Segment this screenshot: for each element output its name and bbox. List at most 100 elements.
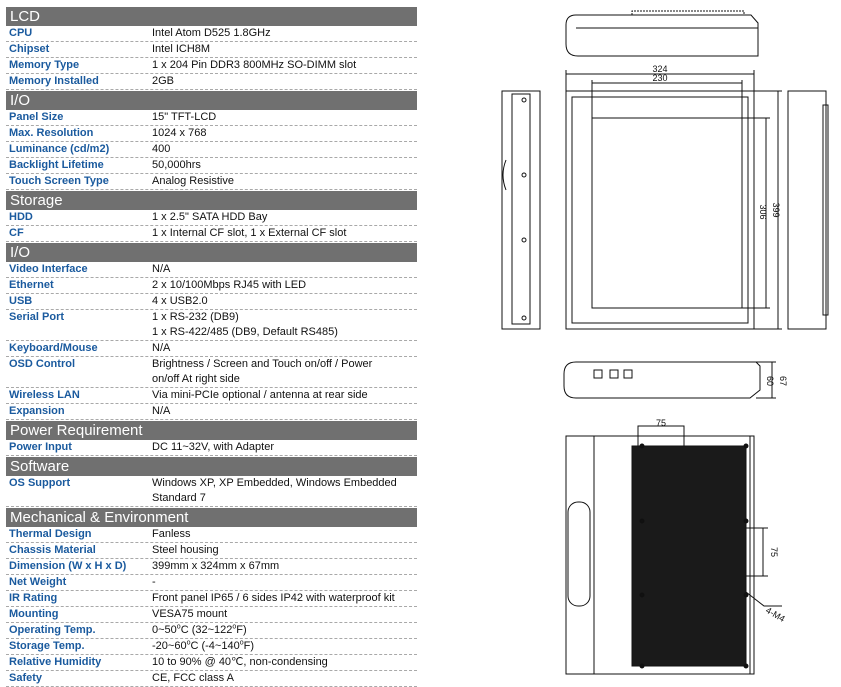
spec-value: Intel Atom D525 1.8GHz [152, 27, 271, 39]
spec-label: Relative Humidity [9, 656, 102, 668]
mount-hole [639, 592, 645, 598]
spec-row: Wireless LAN Via mini-PCIe optional / ant… [6, 388, 417, 404]
spec-value: 1 x RS-232 (DB9)1 x RS-422/485 (DB9, Def… [152, 310, 417, 340]
spec-label: CPU [9, 27, 33, 39]
spec-label: Backlight Lifetime [9, 159, 104, 171]
spec-label: Thermal Design [9, 528, 92, 540]
spec-value: 1024 x 768 [152, 127, 207, 139]
spec-row: Ethernet 2 x 10/100Mbps RJ45 with LED [6, 278, 417, 294]
right-side-view-drawing [787, 90, 829, 330]
spec-row: Max. Resolution 1024 x 768 [6, 126, 417, 142]
spec-label: USB [9, 295, 33, 307]
top-view-drawing [565, 10, 759, 57]
spec-value: -20~60oC (-4~140oF) [152, 639, 254, 652]
screen-height-dimension: 306 [758, 204, 768, 219]
spec-label: Panel Size [9, 111, 64, 123]
spec-value: 1 x Internal CF slot, 1 x External CF sl… [152, 227, 347, 239]
spec-label: Ethernet [9, 279, 54, 291]
mount-hole [743, 518, 749, 524]
spec-value: Analog Resistive [152, 175, 234, 187]
spec-value: Windows XP, XP Embedded, Windows Embedde… [152, 476, 417, 506]
spec-value: N/A [152, 405, 171, 417]
vesa-vertical-dimension: 75 [769, 547, 779, 557]
spec-value: 400 [152, 143, 171, 155]
mount-hole [743, 663, 749, 669]
spec-label: Expansion [9, 405, 65, 417]
bottom-depth-dimension: 60 [765, 376, 775, 386]
spec-row: CF 1 x Internal CF slot, 1 x External CF … [6, 226, 417, 242]
spec-label: CF [9, 227, 24, 239]
spec-value: 2 x 10/100Mbps RJ45 with LED [152, 279, 307, 291]
spec-label: Touch Screen Type [9, 175, 109, 187]
spec-row: Dimension (W x H x D)399mm x 324mm x 67m… [6, 559, 417, 575]
spec-row: Relative Humidity 10 to 90% @ 40℃, non-co… [6, 655, 417, 671]
spec-row: CPU Intel Atom D525 1.8GHz [6, 26, 417, 42]
spec-row: Keyboard/Mouse N/A [6, 341, 417, 357]
spec-value: 50,000hrs [152, 159, 201, 171]
front-height-dimension: 399 [771, 202, 781, 217]
rear-view-drawing [565, 425, 782, 675]
spec-label: Memory Type [9, 59, 80, 71]
screw-note: 4-M4 [764, 605, 787, 624]
front-width-dimension: 324 [652, 64, 667, 74]
section-header: I/O [6, 243, 417, 262]
section-header: I/O [6, 91, 417, 110]
spec-value-line2: on/off At right side [152, 373, 240, 385]
spec-row: Storage Temp.-20~60oC (-4~140oF) [6, 639, 417, 655]
spec-label: Chassis Material [9, 544, 96, 556]
vesa-horizontal-dimension: 75 [656, 418, 666, 428]
spec-value: 0~50oC (32~122oF) [152, 623, 247, 636]
spec-value: DC 11~32V, with Adapter [152, 441, 274, 453]
spec-label: Serial Port [9, 311, 65, 323]
spec-label: OS Support [9, 477, 71, 489]
spec-label: Max. Resolution [9, 127, 94, 139]
spec-label: Mounting [9, 608, 59, 620]
spec-label: Wireless LAN [9, 389, 80, 401]
spec-value: N/A [152, 342, 171, 354]
mount-hole [639, 663, 645, 669]
section-header: Storage [6, 191, 417, 210]
spec-row: Power Input DC 11~32V, with Adapter [6, 440, 417, 456]
spec-row: Touch Screen Type Analog Resistive [6, 174, 417, 190]
spec-label: Operating Temp. [9, 624, 96, 636]
section-header: LCD [6, 7, 417, 26]
spec-value: N/A [152, 263, 171, 275]
spec-label: IR Rating [9, 592, 58, 604]
mount-hole [639, 518, 645, 524]
spec-value: Steel housing [152, 544, 219, 556]
bottom-view-drawing [563, 361, 776, 399]
spec-value: CE, FCC class A [152, 672, 234, 684]
spec-value-line2: 1 x RS-422/485 (DB9, Default RS485) [152, 326, 338, 338]
spec-value: 4 x USB2.0 [152, 295, 208, 307]
mount-hole [639, 443, 645, 449]
spec-label: Power Input [9, 441, 72, 453]
spec-row: Operating Temp. 0~50oC (32~122oF) [6, 623, 417, 639]
spec-label: HDD [9, 211, 33, 223]
spec-value: - [152, 576, 156, 588]
spec-label: Video Interface [9, 263, 88, 275]
spec-row: OS Support Windows XP, XP Embedded, Windo… [6, 476, 417, 507]
spec-row: Chassis Material Steel housing [6, 543, 417, 559]
spec-value: 15" TFT-LCD [152, 111, 217, 123]
screen-width-dimension: 230 [652, 73, 667, 83]
spec-label: Luminance (cd/m2) [9, 143, 110, 155]
spec-value-line2: Standard 7 [152, 492, 206, 504]
spec-label: Keyboard/Mouse [9, 342, 98, 354]
mount-hole [743, 443, 749, 449]
section-header: Mechanical & Environment [6, 508, 417, 527]
spec-value: 10 to 90% @ 40℃, non-condensing [152, 656, 328, 668]
spec-label: Memory Installed [9, 75, 99, 87]
front-view-drawing [565, 70, 782, 330]
left-side-view-drawing [501, 90, 541, 330]
section-header: Power Requirement [6, 421, 417, 440]
spec-row: Luminance (cd/m2) 400 [6, 142, 417, 158]
depth-dimension: 67 [778, 376, 788, 386]
spec-value: Via mini-PCIe optional / antenna at rear… [152, 389, 368, 401]
